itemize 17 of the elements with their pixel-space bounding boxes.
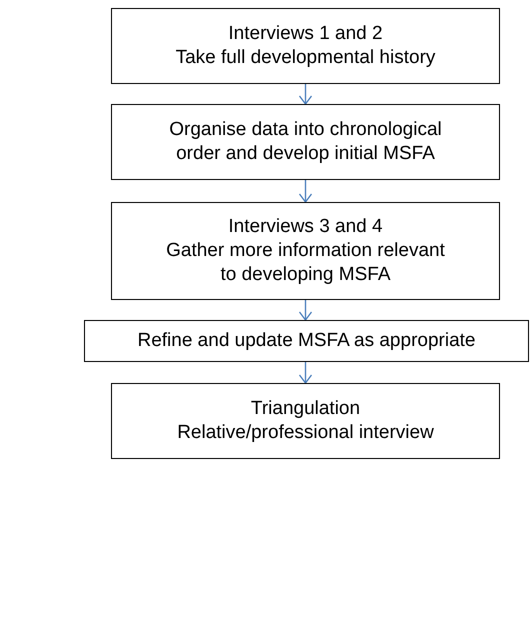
process-box: [111, 383, 500, 459]
process-box: [111, 104, 500, 180]
box-text: Take full developmental history: [176, 46, 436, 70]
process-box: [84, 320, 529, 362]
arrow: [298, 84, 312, 105]
arrow: [298, 362, 312, 384]
box-text: Refine and update MSFA as appropriate: [137, 329, 476, 353]
arrow: [298, 180, 312, 203]
box-text: Gather more information relevant to developing MSFA: [165, 239, 446, 287]
box-text: Interviews 1 and 2: [228, 22, 383, 46]
process-box: [111, 202, 500, 300]
box-text: Interviews 3 and 4: [228, 215, 383, 239]
box-text: Triangulation: [250, 397, 360, 421]
arrow: [298, 300, 312, 321]
box-text: Relative/professional interview: [177, 421, 434, 445]
process-box: [111, 8, 500, 84]
box-text: Organise data into chronological order and develop initial MSFA: [168, 118, 443, 166]
